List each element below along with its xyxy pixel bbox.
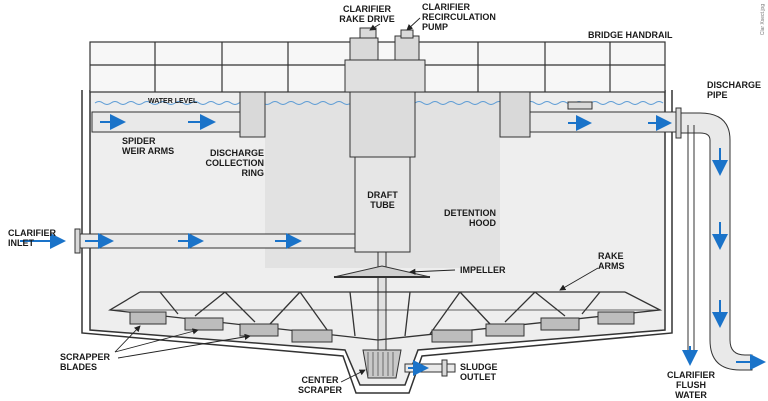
label-discharge-collection-ring: DISCHARGE COLLECTION RING xyxy=(205,148,265,178)
label-recirculation-pump: CLARIFIER RECIRCULATION PUMP xyxy=(422,2,496,32)
impeller xyxy=(333,265,431,278)
label-scrapper-blades: SCRAPPER BLADES xyxy=(60,352,111,372)
label-rake-drive: CLARIFIER RAKE DRIVE xyxy=(339,4,395,24)
rake-arms xyxy=(108,291,663,341)
center-scraper xyxy=(362,349,402,379)
sludge-outlet-pipe xyxy=(404,359,456,377)
label-discharge-pipe: DISCHARGE PIPE xyxy=(707,80,762,100)
flow-arrows xyxy=(20,114,766,376)
label-bridge-handrail: BRIDGE HANDRAIL xyxy=(588,30,673,40)
flush-water-pipe xyxy=(687,125,695,355)
recirculation-pump xyxy=(394,29,420,61)
label-detention-hood: DETENTION HOOD xyxy=(443,208,496,228)
spider-weir-arm-right xyxy=(499,91,681,138)
drive-platform xyxy=(344,59,426,93)
label-spider-weir-arms: SPIDER WEIR ARMS xyxy=(122,136,175,156)
label-clarifier-inlet: CLARIFIER INLET xyxy=(8,228,56,248)
discharge-pipe xyxy=(675,107,753,371)
label-impeller: IMPELLER xyxy=(460,265,506,275)
leader-lines xyxy=(114,17,599,383)
label-water-level: WATER LEVEL xyxy=(148,98,198,105)
label-draft-tube: DRAFT TUBE xyxy=(367,190,398,210)
label-clarifier-flush-water: CLARIFIER FLUSH WATER xyxy=(667,370,715,400)
draft-tube xyxy=(349,91,416,253)
inlet-pipe xyxy=(74,228,356,254)
rake-drive xyxy=(349,27,379,61)
label-center-scraper: CENTER SCRAPER xyxy=(297,375,342,395)
scraper-blades xyxy=(129,311,635,343)
image-credit: Clar Xsect.jpg xyxy=(760,4,766,36)
label-sludge-outlet: SLUDGE OUTLET xyxy=(460,362,498,382)
label-rake-arms: RAKE ARMS xyxy=(598,251,625,271)
